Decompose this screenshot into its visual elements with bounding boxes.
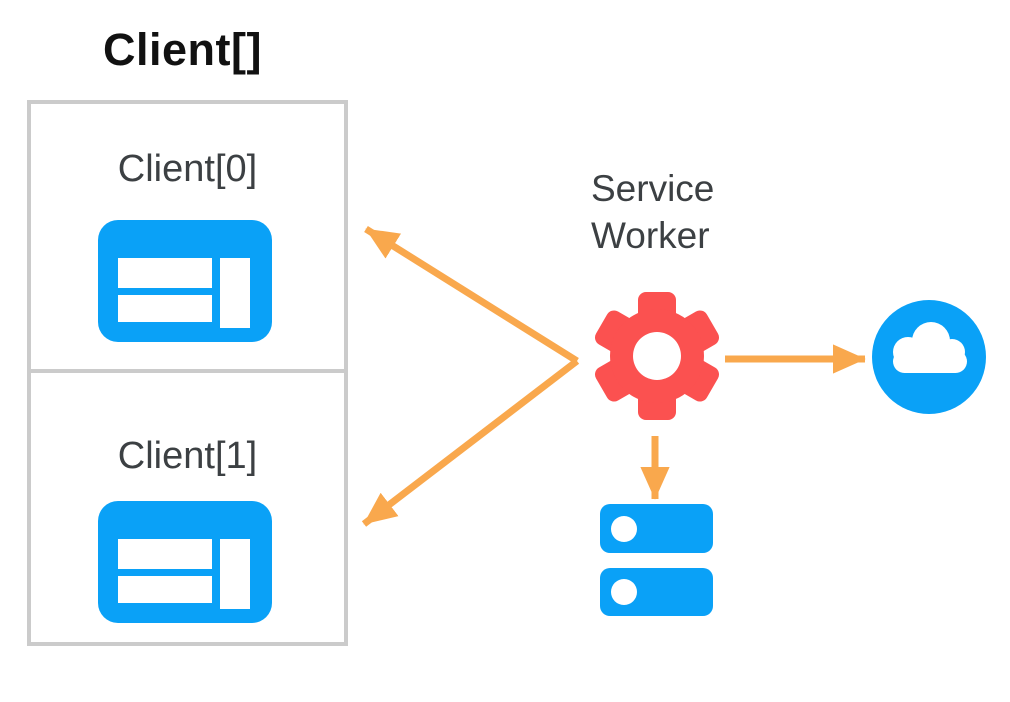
cloud-icon xyxy=(872,300,986,414)
arrow-to-client-0 xyxy=(364,226,579,364)
database-icon xyxy=(600,504,713,616)
browser-window-icon xyxy=(98,220,272,342)
browser-window-icon xyxy=(98,501,272,623)
arrow-to-client-1 xyxy=(361,358,580,527)
client-0-label: Client[0] xyxy=(117,148,258,190)
service-worker-label-line2: Worker xyxy=(591,215,710,256)
client-cells-divider xyxy=(27,369,348,373)
service-worker-label-line1: Service xyxy=(591,168,715,209)
client-1-label: Client[1] xyxy=(117,435,258,477)
service-worker-label: Service Worker xyxy=(591,165,714,259)
gear-icon xyxy=(595,292,719,420)
clients-array-title: Client[] xyxy=(103,24,262,75)
